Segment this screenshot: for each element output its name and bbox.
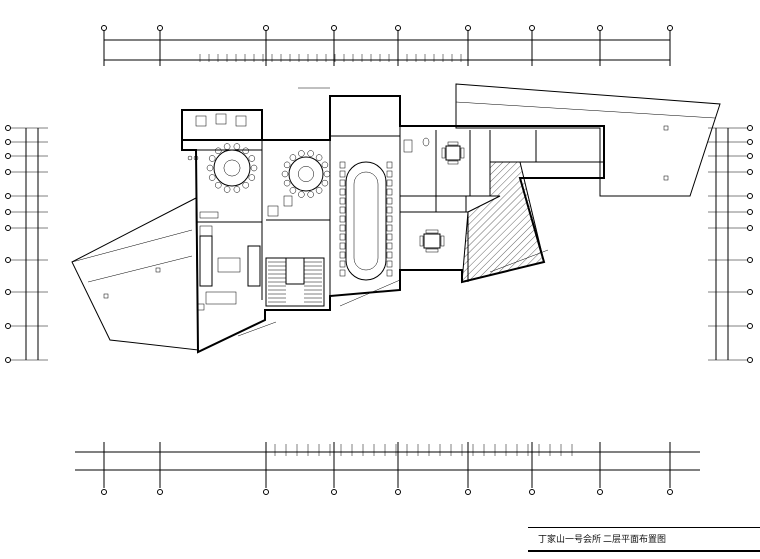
- axis-marker: [747, 169, 753, 175]
- hatched-void-area: [435, 161, 545, 283]
- axis-marker: [5, 209, 11, 215]
- axis-marker: [5, 193, 11, 199]
- axis-marker: [5, 289, 11, 295]
- axis-marker: [157, 489, 163, 495]
- restroom-fixtures: [199, 137, 430, 219]
- axis-marker: [395, 25, 401, 31]
- axis-marker: [263, 489, 269, 495]
- small-meeting-table-2: [419, 229, 445, 253]
- axis-marker: [747, 289, 753, 295]
- axis-marker: [465, 25, 471, 31]
- axis-marker: [157, 25, 163, 31]
- lounge-sofas: [197, 225, 261, 311]
- axis-marker: [465, 489, 471, 495]
- bottom-axis-markers: [101, 442, 673, 495]
- conference-table: [339, 161, 393, 281]
- entrance-porch: [181, 109, 263, 161]
- top-dimension-lines: [104, 39, 670, 62]
- bottom-dimension-lines: [75, 444, 700, 471]
- axis-marker: [5, 139, 11, 145]
- axis-marker: [747, 153, 753, 159]
- axis-marker: [747, 225, 753, 231]
- axis-marker: [331, 25, 337, 31]
- axis-marker: [597, 489, 603, 495]
- axis-marker: [5, 357, 11, 363]
- building-outline: [181, 95, 605, 354]
- axis-marker: [747, 357, 753, 363]
- axis-marker: [331, 489, 337, 495]
- drawing-title: 丁家山一号会所: [538, 535, 602, 545]
- axis-marker: [5, 257, 11, 263]
- drawing-title-block: 丁家山一号会所 二层平面布置图: [528, 527, 760, 552]
- drawing-subtitle: 二层平面布置图: [603, 535, 667, 545]
- axis-marker: [101, 489, 107, 495]
- axis-marker: [5, 169, 11, 175]
- staircase: [265, 257, 325, 307]
- axis-marker: [747, 139, 753, 145]
- round-dining-table-1: [206, 143, 258, 193]
- small-meeting-table-1: [441, 141, 465, 165]
- axis-marker: [667, 25, 673, 31]
- axis-marker: [101, 25, 107, 31]
- top-axis-markers: [101, 25, 673, 66]
- axis-marker: [747, 193, 753, 199]
- axis-marker: [5, 323, 11, 329]
- axis-marker: [529, 25, 535, 31]
- left-slanted-roof: [71, 197, 199, 351]
- facade-dimension-lines: [237, 87, 549, 337]
- axis-marker: [5, 225, 11, 231]
- axis-marker: [5, 153, 11, 159]
- axis-marker: [747, 209, 753, 215]
- round-dining-table-2: [281, 150, 331, 198]
- left-axis-markers: [5, 125, 48, 363]
- axis-marker: [529, 489, 535, 495]
- axis-marker: [263, 25, 269, 31]
- axis-marker: [667, 489, 673, 495]
- right-axis-markers: [708, 125, 753, 363]
- axis-marker: [747, 257, 753, 263]
- axis-marker: [5, 125, 11, 131]
- axis-marker: [747, 323, 753, 329]
- axis-marker: [747, 125, 753, 131]
- axis-marker: [395, 489, 401, 495]
- axis-marker: [597, 25, 603, 31]
- right-slanted-roof: [455, 83, 721, 197]
